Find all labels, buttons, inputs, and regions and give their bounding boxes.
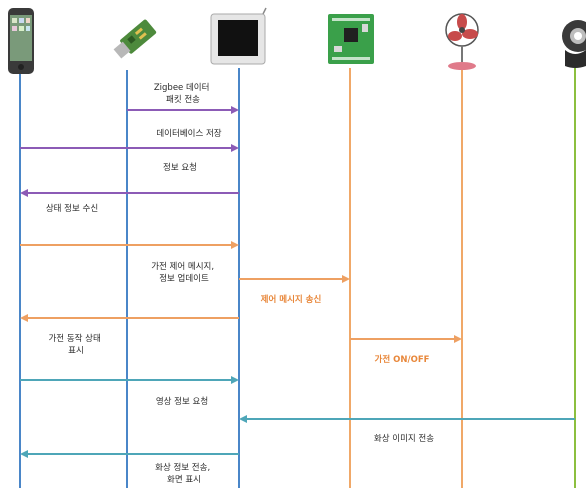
label-m6: 제어 메시지 송신: [261, 294, 322, 305]
circuit-board-icon: [328, 14, 374, 64]
label-m7: 가전 동작 상태 표시: [48, 333, 103, 356]
label-m1: Zigbee 데이터 패킷 전송: [154, 82, 212, 105]
zigbee-dongle-icon: [112, 19, 157, 61]
smartphone-icon: [8, 8, 34, 74]
webcam-icon: [562, 20, 586, 68]
label-m5: 가전 제어 메시지, 정보 업데이트: [151, 261, 217, 284]
label-m11: 화상 정보 전송, 화면 표시: [155, 462, 213, 485]
label-m3: 정보 요청: [163, 162, 197, 173]
label-m9: 영상 정보 요청: [156, 396, 208, 407]
tablet-icon: [211, 8, 266, 64]
fan-icon: [446, 14, 478, 70]
label-m8: 가전 ON/OFF: [375, 354, 430, 365]
label-m4: 상태 정보 수신: [46, 203, 98, 214]
label-m10: 화상 이미지 전송: [374, 433, 434, 444]
label-m2: 데이터베이스 저장: [156, 128, 221, 139]
